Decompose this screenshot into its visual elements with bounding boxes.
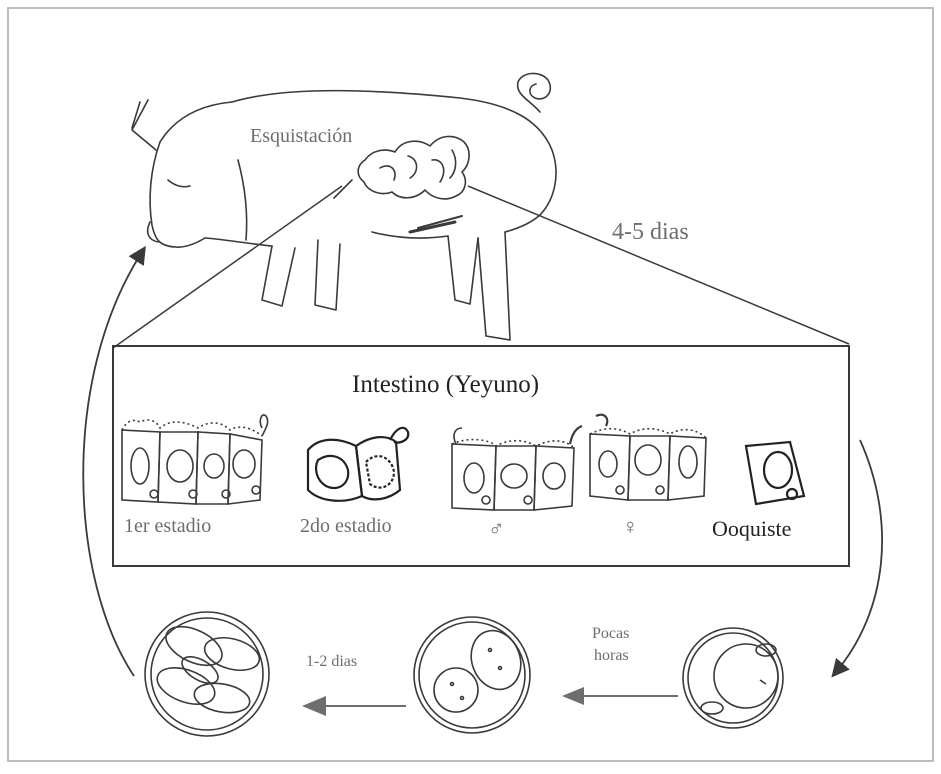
sporulated-oocyst <box>145 612 269 736</box>
stage1-label: 1er estadio <box>124 516 211 536</box>
pig-illustration <box>132 73 556 340</box>
sporulation-duration-label: 1-2 dias <box>306 654 357 670</box>
arrow-1-2-days-head <box>302 696 326 716</box>
oocyst-drawing <box>746 442 804 504</box>
few-hours-label-line2: horas <box>594 648 629 664</box>
pig-duration-label: 4-5 dias <box>612 220 689 244</box>
stage2-cells <box>308 428 408 501</box>
arrow-few-hours-head <box>562 687 584 705</box>
sporocyst-stage <box>414 617 530 733</box>
zoom-line-left <box>113 186 342 348</box>
female-cells <box>590 415 706 500</box>
zoom-line-right <box>468 186 849 344</box>
arrow-to-oocyst <box>836 440 882 672</box>
unsporulated-oocyst <box>683 628 783 728</box>
female-symbol: ♀ <box>622 516 639 538</box>
male-cells <box>452 426 582 510</box>
stage1-cells <box>122 415 268 504</box>
excystation-label: Esquistación <box>250 126 352 146</box>
few-hours-label-line1: Pocas <box>592 626 629 642</box>
male-symbol: ♂ <box>488 518 505 540</box>
intestine-title: Intestino (Yeyuno) <box>352 372 539 397</box>
oocyst-label: Ooquiste <box>712 518 791 540</box>
stage2-label: 2do estadio <box>300 516 392 536</box>
